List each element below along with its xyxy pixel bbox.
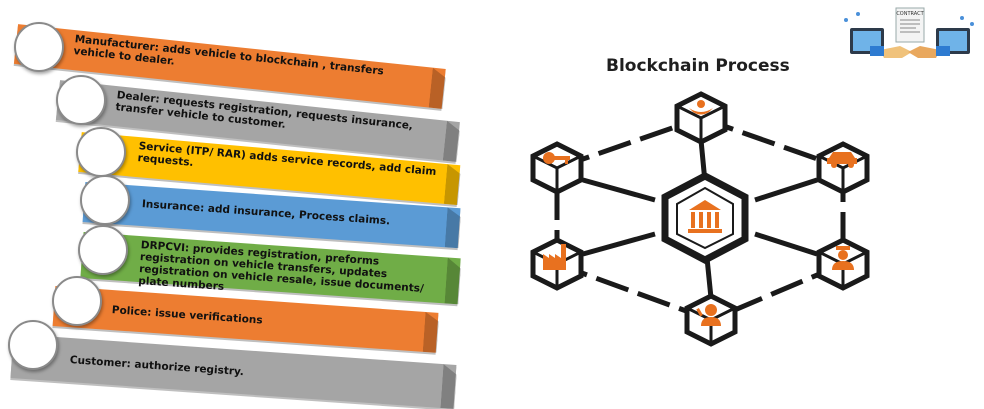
top-right-node bbox=[816, 141, 870, 195]
connector-line bbox=[754, 231, 818, 257]
bullet-circle bbox=[14, 22, 64, 72]
mechanic-icon bbox=[696, 304, 721, 326]
logo-label: CONTRACT bbox=[896, 11, 924, 17]
connector-line bbox=[582, 231, 656, 257]
bottom-left-node bbox=[530, 237, 584, 291]
car-icon bbox=[827, 152, 857, 168]
band-text-police: Police: issue verifications bbox=[111, 304, 263, 327]
key-icon bbox=[543, 152, 570, 164]
hand-holding-icon bbox=[689, 100, 713, 115]
bottom-right-node bbox=[816, 237, 870, 291]
top-node bbox=[674, 91, 728, 145]
bullet-circle bbox=[52, 276, 102, 326]
band-text-manufacturer: Manufacturer: adds vehicle to blockchain… bbox=[72, 33, 385, 78]
band-text-customer: Customer: authorize registry. bbox=[69, 354, 245, 379]
bank-icon bbox=[688, 200, 722, 233]
police-officer-icon bbox=[832, 246, 854, 270]
connector-line bbox=[704, 257, 714, 299]
bullet-circle bbox=[56, 75, 106, 125]
blockchain-network bbox=[530, 91, 870, 347]
bottom-node bbox=[684, 293, 738, 347]
connector-line bbox=[582, 177, 656, 203]
top-left-node bbox=[530, 141, 584, 195]
diagram-title: Blockchain Process bbox=[606, 56, 790, 76]
bullet-circle bbox=[80, 175, 130, 225]
center-node bbox=[661, 172, 749, 264]
contract-handshake-icon: CONTRACT bbox=[844, 7, 974, 58]
bullet-circle bbox=[8, 320, 58, 370]
connector-line bbox=[754, 177, 818, 203]
role-stack: Manufacturer: adds vehicle to blockchain… bbox=[0, 0, 470, 401]
factory-icon bbox=[543, 244, 566, 270]
bullet-circle bbox=[78, 225, 128, 275]
band-text-insurance: Insurance: add insurance, Process claims… bbox=[141, 198, 391, 228]
bullet-circle bbox=[76, 127, 126, 177]
